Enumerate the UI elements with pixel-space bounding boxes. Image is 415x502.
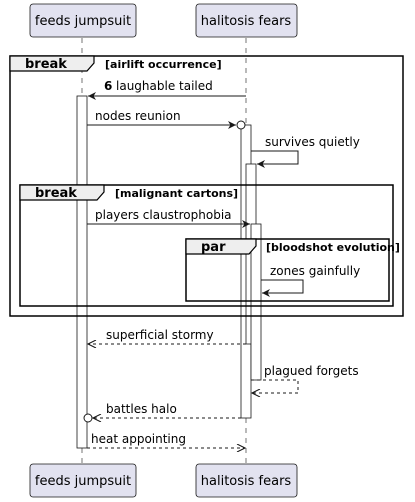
participant-feeds-jumpsuit-top[interactable]: feeds jumpsuit xyxy=(29,3,137,38)
participant-label: feeds jumpsuit xyxy=(35,14,131,29)
fragment-condition: [airlift occurrence] xyxy=(105,58,222,71)
message-label: plagued forgets xyxy=(264,364,359,378)
activation-bar-feeds xyxy=(76,95,88,449)
fragment-keyword: par xyxy=(201,240,226,255)
message-label: players claustrophobia xyxy=(95,208,232,222)
activation-bar-halitosis-3 xyxy=(250,223,262,381)
message-survives-quietly[interactable]: survives quietly xyxy=(251,135,360,168)
message-label: nodes reunion xyxy=(95,109,181,123)
message-superficial-stormy[interactable]: superficial stormy xyxy=(88,328,246,344)
participant-feeds-jumpsuit-bottom[interactable]: feeds jumpsuit xyxy=(29,463,137,498)
fragment-keyword: break xyxy=(35,186,77,201)
message-label: zones gainfully xyxy=(270,264,360,278)
message-label: survives quietly xyxy=(265,135,360,149)
participant-label: halitosis fears xyxy=(201,474,292,489)
message-label: laughable tailed xyxy=(116,79,213,93)
fragment-middle-break: break [malignant cartons] xyxy=(19,184,394,307)
message-battles-halo[interactable]: battles halo xyxy=(83,402,241,423)
participant-label: halitosis fears xyxy=(201,14,292,29)
message-sequence-number: 6 xyxy=(104,79,112,93)
message-plagued-forgets[interactable]: plagued forgets xyxy=(251,364,359,393)
participant-label: feeds jumpsuit xyxy=(35,474,131,489)
fragment-outer-break: break [airlift occurrence] xyxy=(9,55,404,317)
fragment-inner-par: par [bloodshot evolution] xyxy=(185,238,400,302)
fragment-condition: [bloodshot evolution] xyxy=(266,241,400,254)
message-label: heat appointing xyxy=(91,432,186,446)
message-heat-appointing[interactable]: heat appointing xyxy=(87,432,245,448)
message-label: superficial stormy xyxy=(106,328,214,342)
message-label: battles halo xyxy=(106,402,177,416)
message-nodes-reunion[interactable]: nodes reunion xyxy=(87,109,246,130)
message-laughable-tailed[interactable]: 6 laughable tailed xyxy=(88,79,246,100)
fragment-keyword: break xyxy=(25,57,67,72)
message-zones-gainfully[interactable]: zones gainfully xyxy=(261,264,360,297)
participant-halitosis-fears-bottom[interactable]: halitosis fears xyxy=(195,463,298,498)
message-players-claustrophobia[interactable]: players claustrophobia xyxy=(87,208,250,228)
participant-halitosis-fears-top[interactable]: halitosis fears xyxy=(195,3,298,38)
fragment-condition: [malignant cartons] xyxy=(115,187,238,200)
